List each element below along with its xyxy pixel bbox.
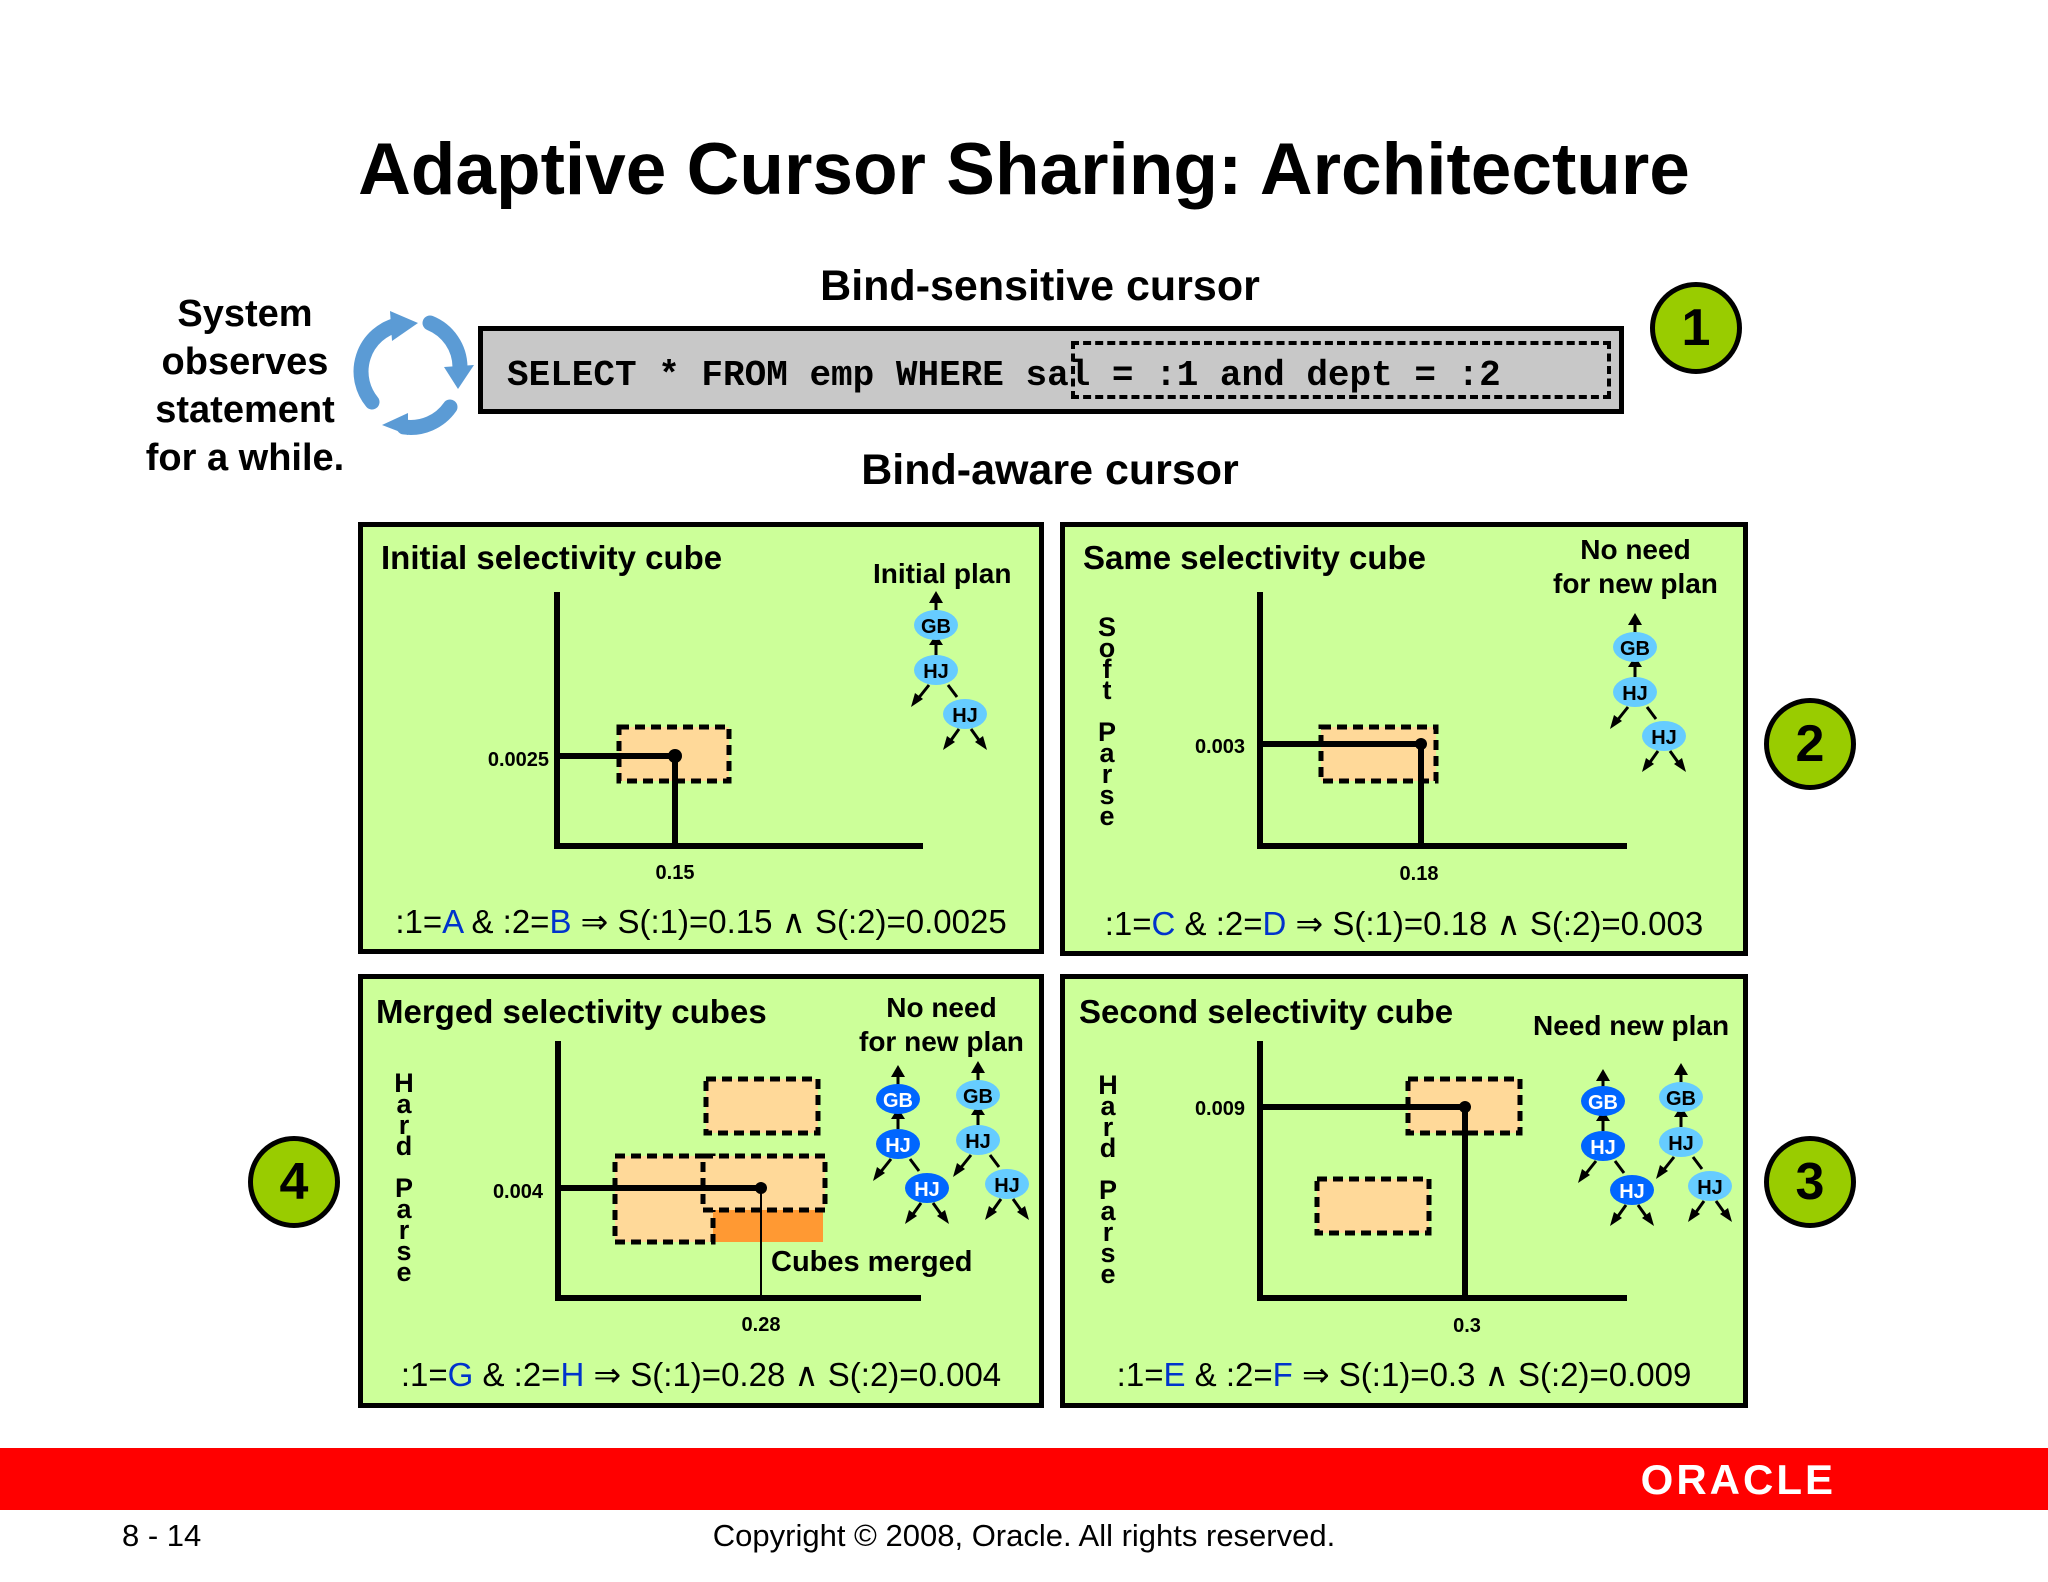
sql-prefix: SELECT * FROM emp WHERE bbox=[507, 355, 1026, 396]
plan-node-hj bbox=[876, 1129, 920, 1159]
selectivity-cube bbox=[703, 1076, 821, 1136]
selectivity-cube bbox=[1318, 724, 1439, 784]
sql-predicate: sal = :1 and dept = :2 bbox=[1025, 355, 1501, 396]
svg-text:HJ: HJ bbox=[1619, 1181, 1645, 1203]
selectivity-cube bbox=[612, 1153, 716, 1245]
plan-node-hj bbox=[985, 1169, 1029, 1199]
svg-text:HJ: HJ bbox=[914, 1179, 940, 1201]
step-4-badge: 4 bbox=[248, 1136, 340, 1228]
plan-node-hj bbox=[1688, 1171, 1732, 1201]
slide-title: Adaptive Cursor Sharing: Architecture bbox=[358, 129, 1690, 210]
selectivity-formula: :1=E & :2=F ⇒ S(:1)=0.3 ∧ S(:2)=0.009 bbox=[1116, 1356, 1692, 1393]
svg-text:HJ: HJ bbox=[1651, 727, 1677, 749]
svg-text:GB: GB bbox=[1588, 1092, 1618, 1114]
plan-node-hj bbox=[905, 1173, 949, 1203]
x-value-label: 0.15 bbox=[656, 862, 695, 884]
plan-node-hj bbox=[1642, 721, 1686, 751]
bind-sensitive-label: Bind-sensitive cursor bbox=[820, 262, 1260, 310]
y-value-label: 0.0025 bbox=[488, 749, 549, 771]
selectivity-cube bbox=[1314, 1176, 1432, 1236]
plan-node-hj bbox=[914, 655, 958, 685]
plan-tree: GB HJ HJ bbox=[1610, 613, 1686, 772]
initial-plot: 0.0025 0.15 GB HJ HJ bbox=[488, 591, 987, 884]
plan-tree-2: GB HJ HJ bbox=[953, 1061, 1029, 1220]
x-value-label: 0.28 bbox=[742, 1314, 781, 1336]
bind-aware-label: Bind-aware cursor bbox=[861, 446, 1239, 494]
panel-title: Merged selectivity cubes bbox=[376, 993, 767, 1030]
svg-text:GB: GB bbox=[1620, 638, 1650, 660]
observe-text: System observes statement for a while. bbox=[145, 293, 345, 479]
cubes-merged-label: Cubes merged bbox=[771, 1246, 973, 1278]
svg-text:HJ: HJ bbox=[1697, 1177, 1723, 1199]
svg-text:HJ: HJ bbox=[1622, 683, 1648, 705]
selectivity-point bbox=[668, 749, 682, 763]
selectivity-point bbox=[755, 1182, 767, 1194]
selectivity-formula: :1=A & :2=B ⇒ S(:1)=0.15 ∧ S(:2)=0.0025 bbox=[395, 903, 1007, 940]
plan-node-gb bbox=[956, 1080, 1000, 1110]
sql-statement-box: SELECT * FROM emp WHERE sal = :1 and dep… bbox=[478, 326, 1624, 414]
plan-node-gb bbox=[1581, 1086, 1625, 1116]
plan-tree: GB HJ HJ bbox=[911, 591, 987, 750]
y-value-label: 0.003 bbox=[1195, 736, 1245, 758]
page-number: 8 - 14 bbox=[122, 1518, 202, 1553]
plan-label: Initial plan bbox=[873, 558, 1012, 589]
selectivity-point bbox=[1459, 1101, 1471, 1113]
plan-tree-new: GB HJ HJ bbox=[1656, 1063, 1732, 1222]
y-value-label: 0.004 bbox=[493, 1181, 544, 1203]
svg-text:HJ: HJ bbox=[994, 1175, 1020, 1197]
svg-text:GB: GB bbox=[921, 616, 951, 638]
svg-text:HJ: HJ bbox=[952, 705, 978, 727]
plan-node-hj bbox=[943, 699, 987, 729]
plan-tree-old: GB HJ HJ bbox=[1578, 1069, 1654, 1226]
svg-text:GB: GB bbox=[883, 1090, 913, 1112]
svg-text:GB: GB bbox=[963, 1086, 993, 1108]
x-value-label: 0.18 bbox=[1400, 863, 1439, 885]
plan-node-hj bbox=[1581, 1131, 1625, 1161]
panel-second-selectivity: 0.009 0.3 GB HJ HJ GB HJ bbox=[1060, 974, 1748, 1408]
bind-predicate-highlight bbox=[1071, 341, 1611, 399]
plan-node-gb bbox=[1659, 1082, 1703, 1112]
second-plot: 0.009 0.3 GB HJ HJ GB HJ bbox=[1195, 1041, 1732, 1337]
plan-node-hj bbox=[1659, 1127, 1703, 1157]
same-plot: 0.003 0.18 GB HJ HJ bbox=[1195, 592, 1686, 885]
plan-node-gb bbox=[1613, 632, 1657, 662]
plan-node-gb bbox=[876, 1084, 920, 1114]
step-2-badge: 2 bbox=[1764, 698, 1856, 790]
svg-text:HJ: HJ bbox=[885, 1135, 911, 1157]
step-1-badge: 1 bbox=[1650, 282, 1742, 374]
svg-text:HJ: HJ bbox=[1590, 1137, 1616, 1159]
selectivity-point bbox=[1415, 738, 1427, 750]
selectivity-formula: :1=C & :2=D ⇒ S(:1)=0.18 ∧ S(:2)=0.003 bbox=[1104, 905, 1704, 942]
panel-merged-selectivity: 0.004 0.28 GB HJ HJ GB HJ bbox=[358, 974, 1044, 1408]
y-value-label: 0.009 bbox=[1195, 1098, 1245, 1120]
panel-title: Same selectivity cube bbox=[1083, 539, 1427, 576]
panel-title: Second selectivity cube bbox=[1079, 993, 1454, 1030]
plan-label: Need new plan bbox=[1533, 1010, 1730, 1041]
step-3-badge: 3 bbox=[1764, 1136, 1856, 1228]
plan-node-gb bbox=[914, 610, 958, 640]
oracle-logo: ORACLE bbox=[1640, 1456, 1836, 1503]
panel-title: Initial selectivity cube bbox=[381, 539, 723, 576]
footer-bar: ORACLE bbox=[0, 1448, 2048, 1510]
plan-node-hj bbox=[1613, 677, 1657, 707]
plan-node-hj bbox=[956, 1125, 1000, 1155]
copyright: Copyright © 2008, Oracle. All rights res… bbox=[712, 1518, 1336, 1553]
svg-text:HJ: HJ bbox=[965, 1131, 991, 1153]
svg-text:HJ: HJ bbox=[1668, 1133, 1694, 1155]
panel-same-selectivity: 0.003 0.18 GB HJ HJ Same selectivity cub… bbox=[1060, 522, 1748, 956]
plan-tree-1: GB HJ HJ bbox=[873, 1065, 949, 1224]
selectivity-formula: :1=G & :2=H ⇒ S(:1)=0.28 ∧ S(:2)=0.004 bbox=[400, 1356, 1002, 1393]
x-value-label: 0.3 bbox=[1453, 1315, 1481, 1337]
plan-node-hj bbox=[1610, 1175, 1654, 1205]
svg-text:HJ: HJ bbox=[923, 661, 949, 683]
merged-plot: 0.004 0.28 GB HJ HJ GB HJ bbox=[493, 1041, 1029, 1336]
svg-text:GB: GB bbox=[1666, 1088, 1696, 1110]
refresh-cycle-icon bbox=[353, 311, 474, 435]
panel-initial-selectivity: 0.0025 0.15 GB HJ HJ Initial selectivity… bbox=[358, 522, 1044, 954]
